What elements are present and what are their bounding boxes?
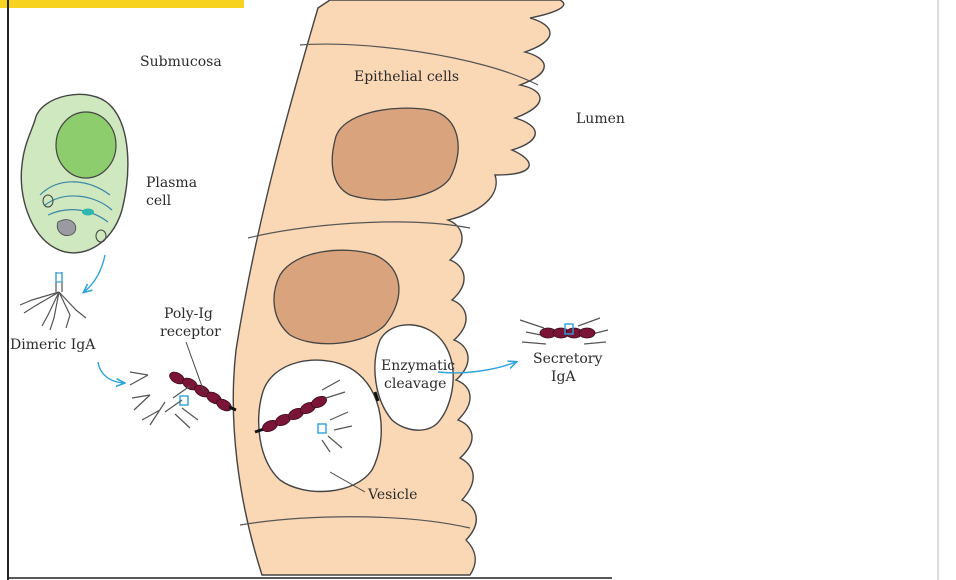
label-enzymatic-line-2: cleavage — [384, 376, 446, 392]
secretory-iga-molecule — [520, 318, 608, 344]
label-submucosa: Submucosa — [140, 54, 222, 70]
label-poly-ig-receptor: Poly-Ig receptor — [160, 306, 221, 340]
nucleus-lower — [274, 250, 399, 344]
label-secretory-line-1: Secretory — [533, 351, 602, 367]
label-poly-ig-line-2: receptor — [160, 324, 221, 340]
label-poly-ig-line-1: Poly-Ig — [164, 306, 213, 322]
accent-tab — [0, 0, 244, 8]
plasma-nucleus — [56, 112, 116, 178]
label-plasma-cell: Plasma cell — [146, 175, 202, 209]
label-plasma-cell-line-2: cell — [146, 193, 172, 209]
label-secretory-line-2: IgA — [551, 369, 576, 385]
label-epithelial-cells: Epithelial cells — [354, 69, 459, 85]
label-secretory-iga: Secretory IgA — [533, 351, 607, 385]
label-lumen: Lumen — [576, 111, 625, 127]
plasma-cell — [21, 94, 128, 253]
label-dimeric-iga: Dimeric IgA — [10, 337, 96, 353]
dimeric-iga-molecule — [20, 272, 86, 330]
arrow-iga-to-receptor — [98, 362, 124, 383]
nucleus-upper — [332, 108, 458, 200]
arrow-plasma-to-iga — [84, 255, 105, 292]
label-vesicle: Vesicle — [367, 487, 417, 503]
label-enzymatic-line-1: Enzymatic — [381, 358, 455, 374]
label-plasma-cell-line-1: Plasma — [146, 175, 197, 191]
poly-ig-receptor-complex — [130, 370, 236, 428]
